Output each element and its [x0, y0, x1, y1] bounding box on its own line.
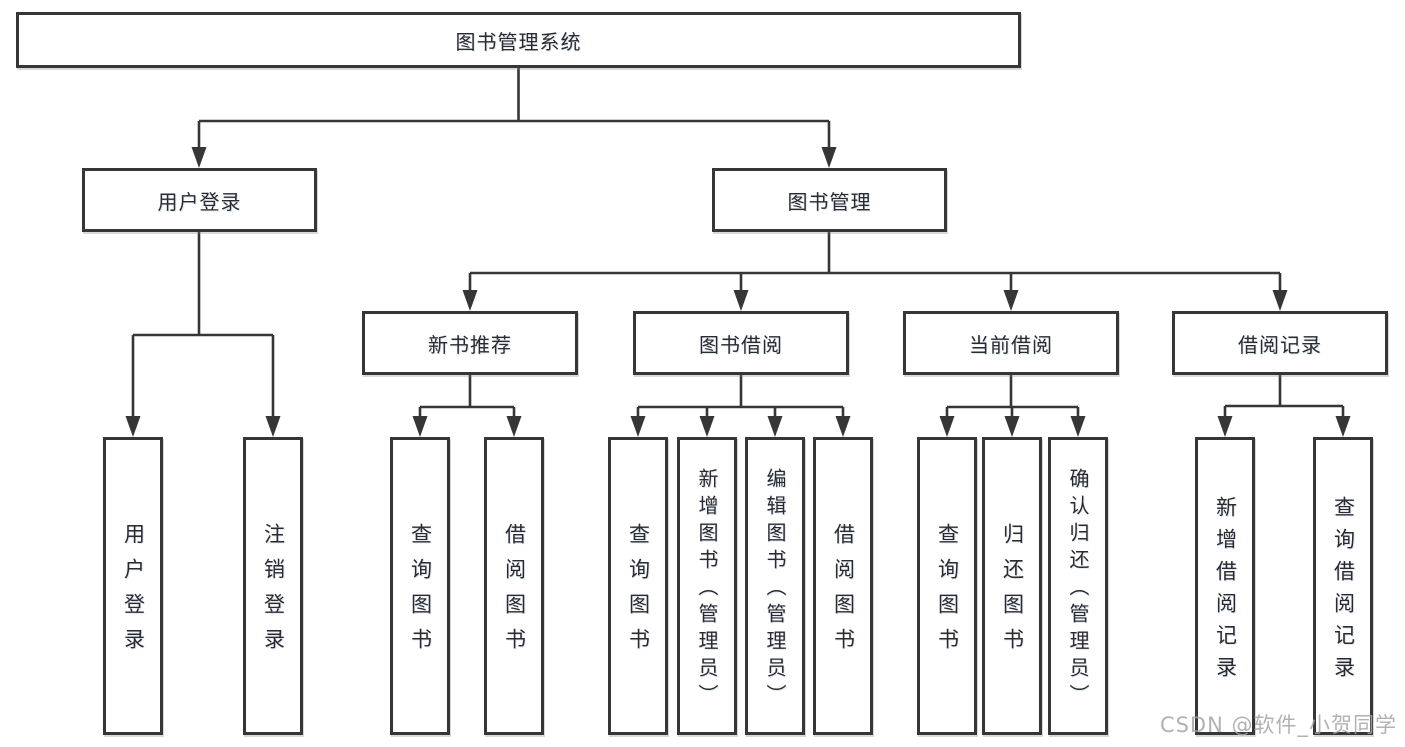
node-book-borrowing-label: 图书借阅: [699, 332, 783, 357]
node-user-login-label: 用户登录: [157, 189, 242, 214]
leaf-confirm-return-admin: 确认归还（管理员）: [1048, 437, 1108, 735]
node-book-mgmt-label: 图书管理: [787, 189, 872, 214]
node-borrowing-records: 借阅记录: [1172, 311, 1388, 375]
node-borrowing-records-label: 借阅记录: [1238, 332, 1322, 357]
watermark: CSDN @软件_小贺同学: [1159, 713, 1397, 737]
leaf-borrow-books-recommend: 借阅图书: [484, 437, 544, 735]
leaf-add-borrow-record: 新增借阅记录: [1195, 437, 1255, 735]
leaf-query-books-current: 查询图书: [917, 437, 977, 735]
leaf-query-books-borrowing: 查询图书: [608, 437, 668, 735]
arrowheads: [125, 147, 1351, 437]
leaf-logout: 注销登录: [243, 437, 303, 735]
node-current-borrowing-label: 当前借阅: [969, 332, 1053, 357]
node-book-borrowing: 图书借阅: [633, 311, 849, 375]
node-new-book-recommend-label: 新书推荐: [428, 332, 512, 357]
leaf-borrow-books-borrowing: 借阅图书: [813, 437, 873, 735]
leaf-query-borrow-record: 查询借阅记录: [1313, 437, 1373, 735]
leaf-add-book-admin: 新增图书（管理员）: [677, 437, 737, 735]
node-current-borrowing: 当前借阅: [903, 311, 1119, 375]
leaf-edit-book-admin: 编辑图书（管理员）: [745, 437, 805, 735]
node-new-book-recommend: 新书推荐: [362, 311, 578, 375]
leaf-return-book: 归还图书: [982, 437, 1042, 735]
node-user-login: 用户登录: [82, 168, 317, 232]
leaf-query-books-recommend: 查询图书: [390, 437, 450, 735]
node-root: 图书管理系统: [16, 12, 1021, 68]
node-root-label: 图书管理系统: [455, 29, 582, 54]
node-book-mgmt: 图书管理: [712, 168, 947, 232]
leaf-user-login: 用户登录: [103, 437, 163, 735]
